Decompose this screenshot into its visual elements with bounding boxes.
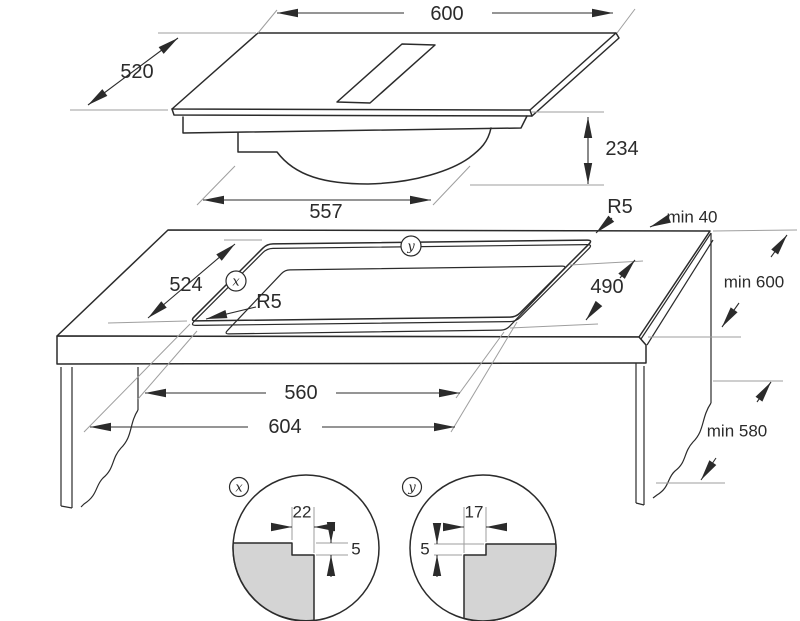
dim-hob-width-label: 600 — [430, 3, 463, 25]
detail-x-depth-label: 5 — [351, 540, 360, 559]
detail-y-label-circle — [401, 476, 423, 498]
detail-x-label-circle — [228, 476, 250, 498]
niche-height-label: min 580 — [707, 422, 767, 441]
cutout-step-edge — [191, 243, 592, 327]
dim-inner-depth-label: 490 — [590, 276, 623, 298]
detail-y-section — [463, 543, 557, 621]
detail-y-label: y — [407, 481, 416, 496]
detail-circle-x: x 22 5 — [228, 474, 380, 621]
marker-x: x — [232, 275, 240, 290]
radius-label-right: R5 — [607, 196, 633, 218]
dim-inner-width-label: 560 — [284, 382, 317, 404]
hob-assembly: 520 600 234 557 — [70, 3, 639, 223]
cutout-inner-edge — [225, 265, 566, 335]
right-cabinet-panel — [635, 233, 712, 506]
dim-cutout-depth-label: 524 — [169, 274, 202, 296]
marker-y-circle — [400, 235, 422, 257]
detail-x-section — [232, 542, 315, 621]
counter-depth-label: min 600 — [724, 273, 784, 292]
marker-y: y — [406, 240, 415, 255]
detail-y-depth-label: 5 — [420, 540, 429, 559]
hob-glass-side-edge — [531, 32, 620, 117]
dim-hob-depth-label: 520 — [120, 61, 153, 83]
dim-hob-height-label: 234 — [605, 138, 638, 160]
hob-glass-front-edge — [171, 108, 533, 117]
left-cabinet-panel — [60, 367, 139, 509]
clearance-back-label: min 40 — [666, 208, 717, 227]
detail-x-label: x — [235, 481, 243, 496]
worktop: x y 524 R5 R5 min 40 490 min 600 — [56, 196, 798, 509]
worktop-front-face — [56, 335, 647, 365]
detail-x-width-label: 22 — [293, 503, 312, 522]
hob-body-box — [182, 115, 528, 134]
radius-label-left: R5 — [256, 291, 282, 313]
detail-circle-y: y 17 5 — [401, 474, 557, 621]
detail-y-width-label: 17 — [465, 503, 484, 522]
dim-body-width-label: 557 — [309, 201, 342, 223]
blower-bowl — [237, 127, 492, 185]
vent-slot — [336, 43, 436, 104]
dim-cutout-width-label: 604 — [268, 416, 301, 438]
